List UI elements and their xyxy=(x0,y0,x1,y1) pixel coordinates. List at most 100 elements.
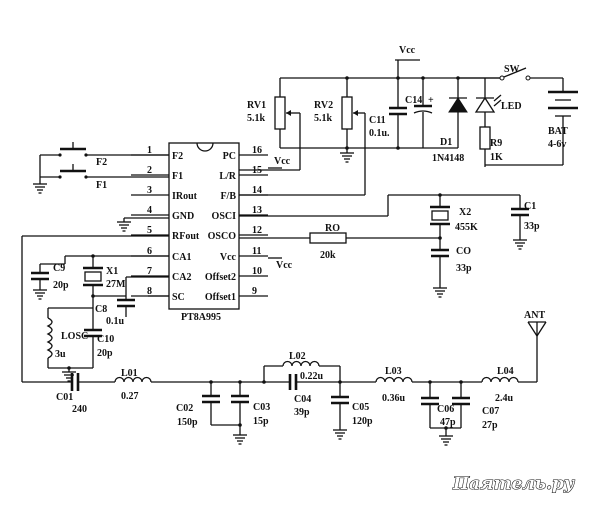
ceramic-oscillator: C1 33p X2 455K RO 20k CO 33p xyxy=(239,193,540,298)
co-ref: CO xyxy=(456,246,471,257)
control-wiring: Vcc Vcc xyxy=(239,156,365,271)
rv1-ref: RV1 xyxy=(247,100,266,111)
power-section: Vcc RV1 5.1k RV2 5.1k xyxy=(247,45,578,195)
l04-ref: L04 xyxy=(497,366,514,377)
c9-value: 20p xyxy=(53,280,69,291)
l02-ref: L02 xyxy=(289,351,306,362)
c01-value: 240 xyxy=(72,404,87,415)
rv2-ref: RV2 xyxy=(314,100,333,111)
co-value: 33p xyxy=(456,263,472,274)
l03-value: 0.36u xyxy=(382,393,406,404)
c01-ref: C01 xyxy=(56,392,73,403)
ic-pin-number: 16 xyxy=(252,145,262,156)
ic-pin-label: SC xyxy=(172,292,185,303)
ic-pin-number: 7 xyxy=(147,266,152,277)
l01-value: 0.27 xyxy=(121,391,139,402)
ic-pin-label: Offset1 xyxy=(205,292,236,303)
l04-value: 2.4u xyxy=(495,393,514,404)
sw-label: SW xyxy=(504,64,520,75)
watermark: Паятель.ру xyxy=(452,474,575,494)
ic-name: PT8A995 xyxy=(181,312,221,323)
ic-pin-number: 12 xyxy=(252,225,262,236)
r9-ref: R9 xyxy=(490,138,502,149)
ic-pin-label: F1 xyxy=(172,171,183,182)
ic-pin-label: RFout xyxy=(172,231,200,242)
ic-pin-label: OSCI xyxy=(212,211,237,222)
l02-value: 0.22u xyxy=(300,371,324,382)
c1-value: 33p xyxy=(524,221,540,232)
ic-pin-label: Vcc xyxy=(220,252,237,263)
c04-ref: C04 xyxy=(294,394,311,405)
ant-label: ANT xyxy=(524,310,545,321)
ic-pin-number: 9 xyxy=(252,286,257,297)
bat-label: BAT xyxy=(548,126,568,137)
c14-ref: C14 xyxy=(405,95,422,106)
ic-pin-label: OSCO xyxy=(208,231,237,242)
losc-ref: LOSC xyxy=(61,331,88,342)
ic-pin-label: CA2 xyxy=(172,272,191,283)
ic-pin-label: GND xyxy=(172,211,194,222)
function-switches: F2 F1 xyxy=(32,142,169,194)
rv1-value: 5.1k xyxy=(247,113,266,124)
l01-ref: L01 xyxy=(121,368,138,379)
c04-value: 39p xyxy=(294,407,310,418)
f2-label: F2 xyxy=(96,157,107,168)
c11-value: 0.1u. xyxy=(369,128,390,139)
ic-pin-number: 4 xyxy=(147,205,152,216)
x2-ref: X2 xyxy=(459,207,471,218)
c03-ref: C03 xyxy=(253,402,270,413)
c02-ref: C02 xyxy=(176,403,193,414)
c14-plus: + xyxy=(428,95,434,106)
c03-value: 15p xyxy=(253,416,269,427)
c8-ref: C8 xyxy=(95,304,107,315)
ic-pin-number: 3 xyxy=(147,185,152,196)
ic-pin-number: 14 xyxy=(252,185,262,196)
ic-right-pins: 16PC15L/R14F/B13OSCI12OSCO11Vcc10Offset2… xyxy=(205,145,268,303)
x2-value: 455K xyxy=(455,222,478,233)
c05-value: 120p xyxy=(352,416,373,427)
ic-pin-number: 11 xyxy=(252,246,261,257)
ro-value: 20k xyxy=(320,250,336,261)
d1-ref: D1 xyxy=(440,137,452,148)
x1-ref: X1 xyxy=(106,266,118,277)
vcc-top-label: Vcc xyxy=(399,45,416,56)
vcc-pin16-label: Vcc xyxy=(274,156,291,167)
ic-pin-number: 8 xyxy=(147,286,152,297)
c06-value: 47p xyxy=(440,417,456,428)
ic-pin-number: 5 xyxy=(147,225,152,236)
rf-oscillator: C9 20p X1 27M C8 0.1u LOSC 3u xyxy=(21,235,169,382)
ic-pin-label: CA1 xyxy=(172,252,191,263)
ic-pin-label: F/B xyxy=(220,191,236,202)
x1-value: 27M xyxy=(106,279,126,290)
c10-ref: C10 xyxy=(97,334,114,345)
c10-value: 20p xyxy=(97,348,113,359)
ic-pin-label: L/R xyxy=(219,171,236,182)
l03-ref: L03 xyxy=(385,366,402,377)
ic-pin-number: 6 xyxy=(147,246,152,257)
ic-pin-label: F2 xyxy=(172,151,183,162)
ic-pin-label: Offset2 xyxy=(205,272,236,283)
r9-value: 1K xyxy=(490,152,503,163)
c06-ref: C06 xyxy=(437,404,454,415)
c1-ref: C1 xyxy=(524,201,536,212)
c02-value: 150p xyxy=(177,417,198,428)
c8-value: 0.1u xyxy=(106,316,125,327)
output-filter: C01 240 L01 0.27 C02 150p C03 15p L02 xyxy=(22,310,547,446)
c07-value: 27p xyxy=(482,420,498,431)
ic-pin-number: 13 xyxy=(252,205,262,216)
vcc-pin11-label: Vcc xyxy=(276,260,293,271)
ic-pin-number: 1 xyxy=(147,145,152,156)
rv2-value: 5.1k xyxy=(314,113,333,124)
c07-ref: C07 xyxy=(482,406,499,417)
d1-value: 1N4148 xyxy=(432,153,464,164)
bat-value: 4-6v xyxy=(548,139,566,150)
led-label: LED xyxy=(501,101,522,112)
ic-pin-number: 2 xyxy=(147,165,152,176)
ic-pin-label: IRout xyxy=(172,191,198,202)
c9-ref: C9 xyxy=(53,263,65,274)
ic-pin-label: PC xyxy=(223,151,236,162)
f1-label: F1 xyxy=(96,180,107,191)
ic-pin-number: 10 xyxy=(252,266,262,277)
